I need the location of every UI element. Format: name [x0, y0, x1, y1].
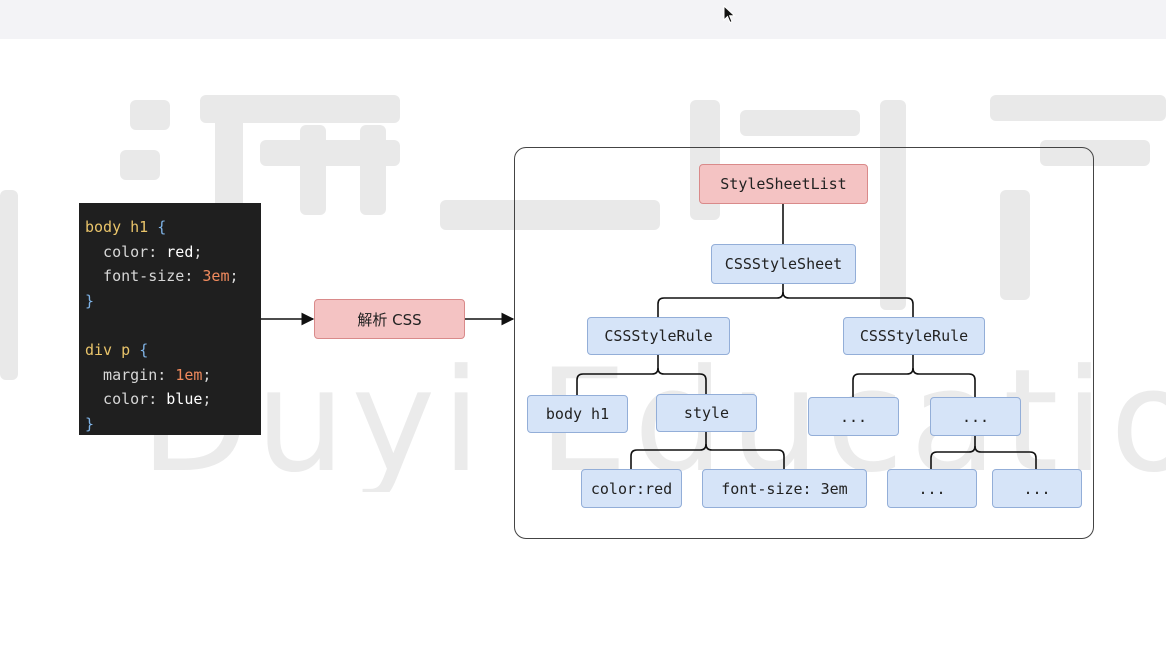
- code-token: }: [85, 414, 95, 433]
- code-token: div p: [85, 340, 140, 359]
- cssom-tree-frame: [514, 147, 1094, 539]
- code-token: ;: [202, 365, 212, 384]
- code-token: ;: [202, 390, 212, 409]
- code-line: }: [85, 412, 261, 437]
- top-bar: [0, 0, 1166, 39]
- cssstylerule-right-node: CSSStyleRule: [843, 317, 985, 355]
- css-code-block: body h1 { color: red; font-size: 3em;} di…: [79, 203, 261, 435]
- declaration-font-size-node: font-size: 3em: [702, 469, 867, 508]
- mouse-cursor-icon: [723, 5, 736, 24]
- code-token: 1em: [175, 365, 203, 384]
- code-token: {: [139, 340, 149, 359]
- code-token: ;: [193, 242, 203, 261]
- cssstylesheet-node: CSSStyleSheet: [711, 244, 856, 284]
- parse-css-node: 解析 CSS: [314, 299, 465, 339]
- code-token: margin:: [85, 365, 176, 384]
- code-token: color:: [85, 242, 167, 261]
- code-token: 3em: [202, 267, 230, 286]
- ellipsis-node-1: ...: [808, 397, 899, 436]
- code-line: font-size: 3em;: [85, 264, 261, 289]
- selector-node: body h1: [527, 395, 628, 433]
- stylesheetlist-node: StyleSheetList: [699, 164, 868, 204]
- code-token: red: [166, 242, 194, 261]
- code-line: margin: 1em;: [85, 363, 261, 388]
- ellipsis-node-2: ...: [930, 397, 1021, 436]
- code-token: font-size:: [85, 267, 203, 286]
- code-token: ;: [229, 267, 239, 286]
- code-token: {: [157, 218, 167, 236]
- ellipsis-node-3: ...: [887, 469, 977, 508]
- cssstylerule-left-node: CSSStyleRule: [587, 317, 730, 355]
- code-token: }: [85, 291, 95, 310]
- code-line: color: blue;: [85, 387, 261, 412]
- code-line: div p {: [85, 338, 261, 363]
- style-node: style: [656, 394, 757, 432]
- code-line: color: red;: [85, 240, 261, 265]
- code-token: body h1: [85, 218, 158, 236]
- code-line: }: [85, 289, 261, 314]
- code-token: blue: [166, 390, 203, 409]
- code-line: body h1 {: [85, 215, 261, 240]
- ellipsis-node-4: ...: [992, 469, 1082, 508]
- declaration-color-node: color:red: [581, 469, 682, 508]
- code-token: color:: [85, 390, 167, 409]
